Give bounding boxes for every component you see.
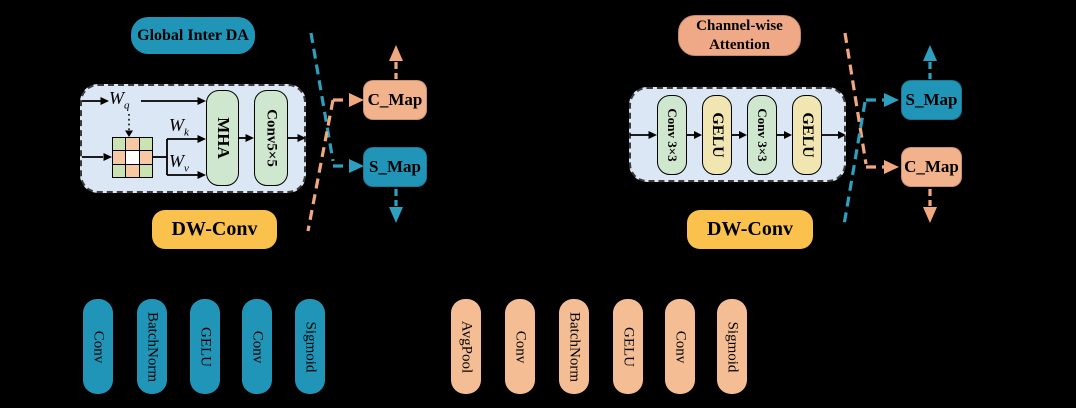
pipeline-step: GELU xyxy=(190,299,220,394)
grid-cell xyxy=(113,164,126,177)
wv-label: Wv xyxy=(169,151,189,175)
c-map-left-text: C_Map xyxy=(367,90,423,109)
grid-cell xyxy=(139,164,152,177)
conv3x3-text-2: Conv 3×3 xyxy=(755,108,770,162)
pipeline-step-text: Conv xyxy=(512,330,529,363)
wv-sub: v xyxy=(184,162,189,175)
grid-cell xyxy=(126,138,139,151)
dw-conv-right-label: DW-Conv xyxy=(687,210,813,249)
cw-line1: Channel-wise xyxy=(696,17,783,34)
global-inter-da-label: Global Inter DA xyxy=(131,17,255,54)
wk-base: W xyxy=(169,115,184,135)
gelu-block-1: GELU xyxy=(702,95,732,175)
pipeline-step: Conv xyxy=(665,299,695,394)
conv3x3-text-1: Conv 3×3 xyxy=(665,108,680,162)
gelu-text-2: GELU xyxy=(799,112,816,158)
pipeline-step: BatchNorm xyxy=(137,299,167,394)
pipeline-step: Conv xyxy=(83,299,113,394)
mha-text: MHA xyxy=(213,117,233,159)
pipeline-step-text: Conv xyxy=(249,330,266,363)
pipeline-step: Conv xyxy=(242,299,272,394)
pipeline-step: GELU xyxy=(613,299,643,394)
right-dashed-connectors xyxy=(842,32,937,226)
global-inter-da-text: Global Inter DA xyxy=(137,26,249,44)
conv5x5-text: Conv5×5 xyxy=(263,109,280,167)
dw-conv-right-text: DW-Conv xyxy=(707,218,793,240)
pipeline-step-text: AvgPool xyxy=(458,320,475,373)
wk-sub: k xyxy=(184,126,189,139)
pipeline-step: BatchNorm xyxy=(559,299,589,394)
grid-cell xyxy=(126,151,139,164)
conv5x5-block: Conv5×5 xyxy=(254,90,288,186)
patch-grid xyxy=(112,137,153,178)
wv-base: W xyxy=(169,151,184,171)
pipeline-step-text: GELU xyxy=(197,326,214,367)
pipeline-step-text: Sigmoid xyxy=(724,321,741,372)
grid-cell xyxy=(113,138,126,151)
left-dashed-connectors xyxy=(306,32,403,232)
wk-label: Wk xyxy=(169,115,189,139)
grid-cell xyxy=(139,138,152,151)
gelu-text-1: GELU xyxy=(709,112,726,158)
mha-block: MHA xyxy=(206,90,239,186)
pipeline-step-text: Conv xyxy=(672,330,689,363)
s-map-right-text: S_Map xyxy=(905,90,958,109)
dw-conv-left-label: DW-Conv xyxy=(152,210,277,249)
conv3x3-block-1: Conv 3×3 xyxy=(657,95,687,175)
pipeline-step-text: GELU xyxy=(620,326,637,367)
wq-sub: q xyxy=(124,99,130,112)
gelu-block-2: GELU xyxy=(792,95,822,175)
cw-line2: Attention xyxy=(709,36,770,53)
channel-wise-attention-label: Channel-wise Attention xyxy=(678,15,801,56)
pipeline-step: Sigmoid xyxy=(295,299,325,394)
grid-cell xyxy=(126,164,139,177)
wq-label: Wq xyxy=(109,88,130,112)
grid-cell xyxy=(113,151,126,164)
pipeline-step-text: Conv xyxy=(90,330,107,363)
pipeline-step: Sigmoid xyxy=(717,299,747,394)
conv3x3-block-2: Conv 3×3 xyxy=(747,95,777,175)
pipeline-step: Conv xyxy=(505,299,535,394)
grid-cell xyxy=(139,151,152,164)
c-map-right: C_Map xyxy=(901,147,962,187)
s-map-right: S_Map xyxy=(901,80,962,120)
pipeline-step-text: Sigmoid xyxy=(302,321,319,372)
pipeline-step-text: BatchNorm xyxy=(144,311,161,382)
channel-wise-attention-text: Channel-wise Attention xyxy=(696,17,783,55)
pipeline-step-text: BatchNorm xyxy=(566,311,583,382)
dw-conv-left-text: DW-Conv xyxy=(171,218,258,240)
wq-base: W xyxy=(109,88,124,108)
c-map-left: C_Map xyxy=(363,80,427,120)
s-map-left-text: S_Map xyxy=(369,157,421,176)
s-map-left: S_Map xyxy=(363,147,427,187)
c-map-right-text: C_Map xyxy=(904,157,959,176)
pipeline-step: AvgPool xyxy=(451,299,481,394)
